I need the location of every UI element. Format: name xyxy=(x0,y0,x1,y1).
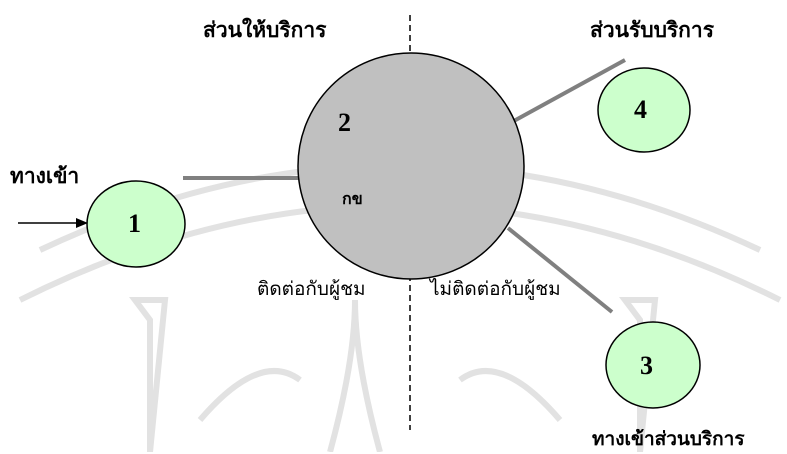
node-1-number: 1 xyxy=(128,209,141,239)
node-2-number: 2 xyxy=(338,108,351,138)
node-2-circle xyxy=(298,53,524,279)
node-4-number: 4 xyxy=(634,95,647,125)
service-entrance-label: ทางเข้าส่วนบริการ xyxy=(592,424,745,454)
entrance-label: ทางเข้า xyxy=(10,160,79,193)
receive-side-label: ส่วนรับบริการ xyxy=(590,14,714,47)
service-side-label: ส่วนให้บริการ xyxy=(203,14,326,47)
no-contact-public-label: ไม่ติดต่อกับผู้ชม xyxy=(430,274,561,304)
node-3-circle xyxy=(606,322,700,408)
contact-public-label: ติดต่อกับผู้ชม xyxy=(257,274,366,304)
node-3-number: 3 xyxy=(640,351,653,381)
center-short-label: กข xyxy=(342,187,363,212)
